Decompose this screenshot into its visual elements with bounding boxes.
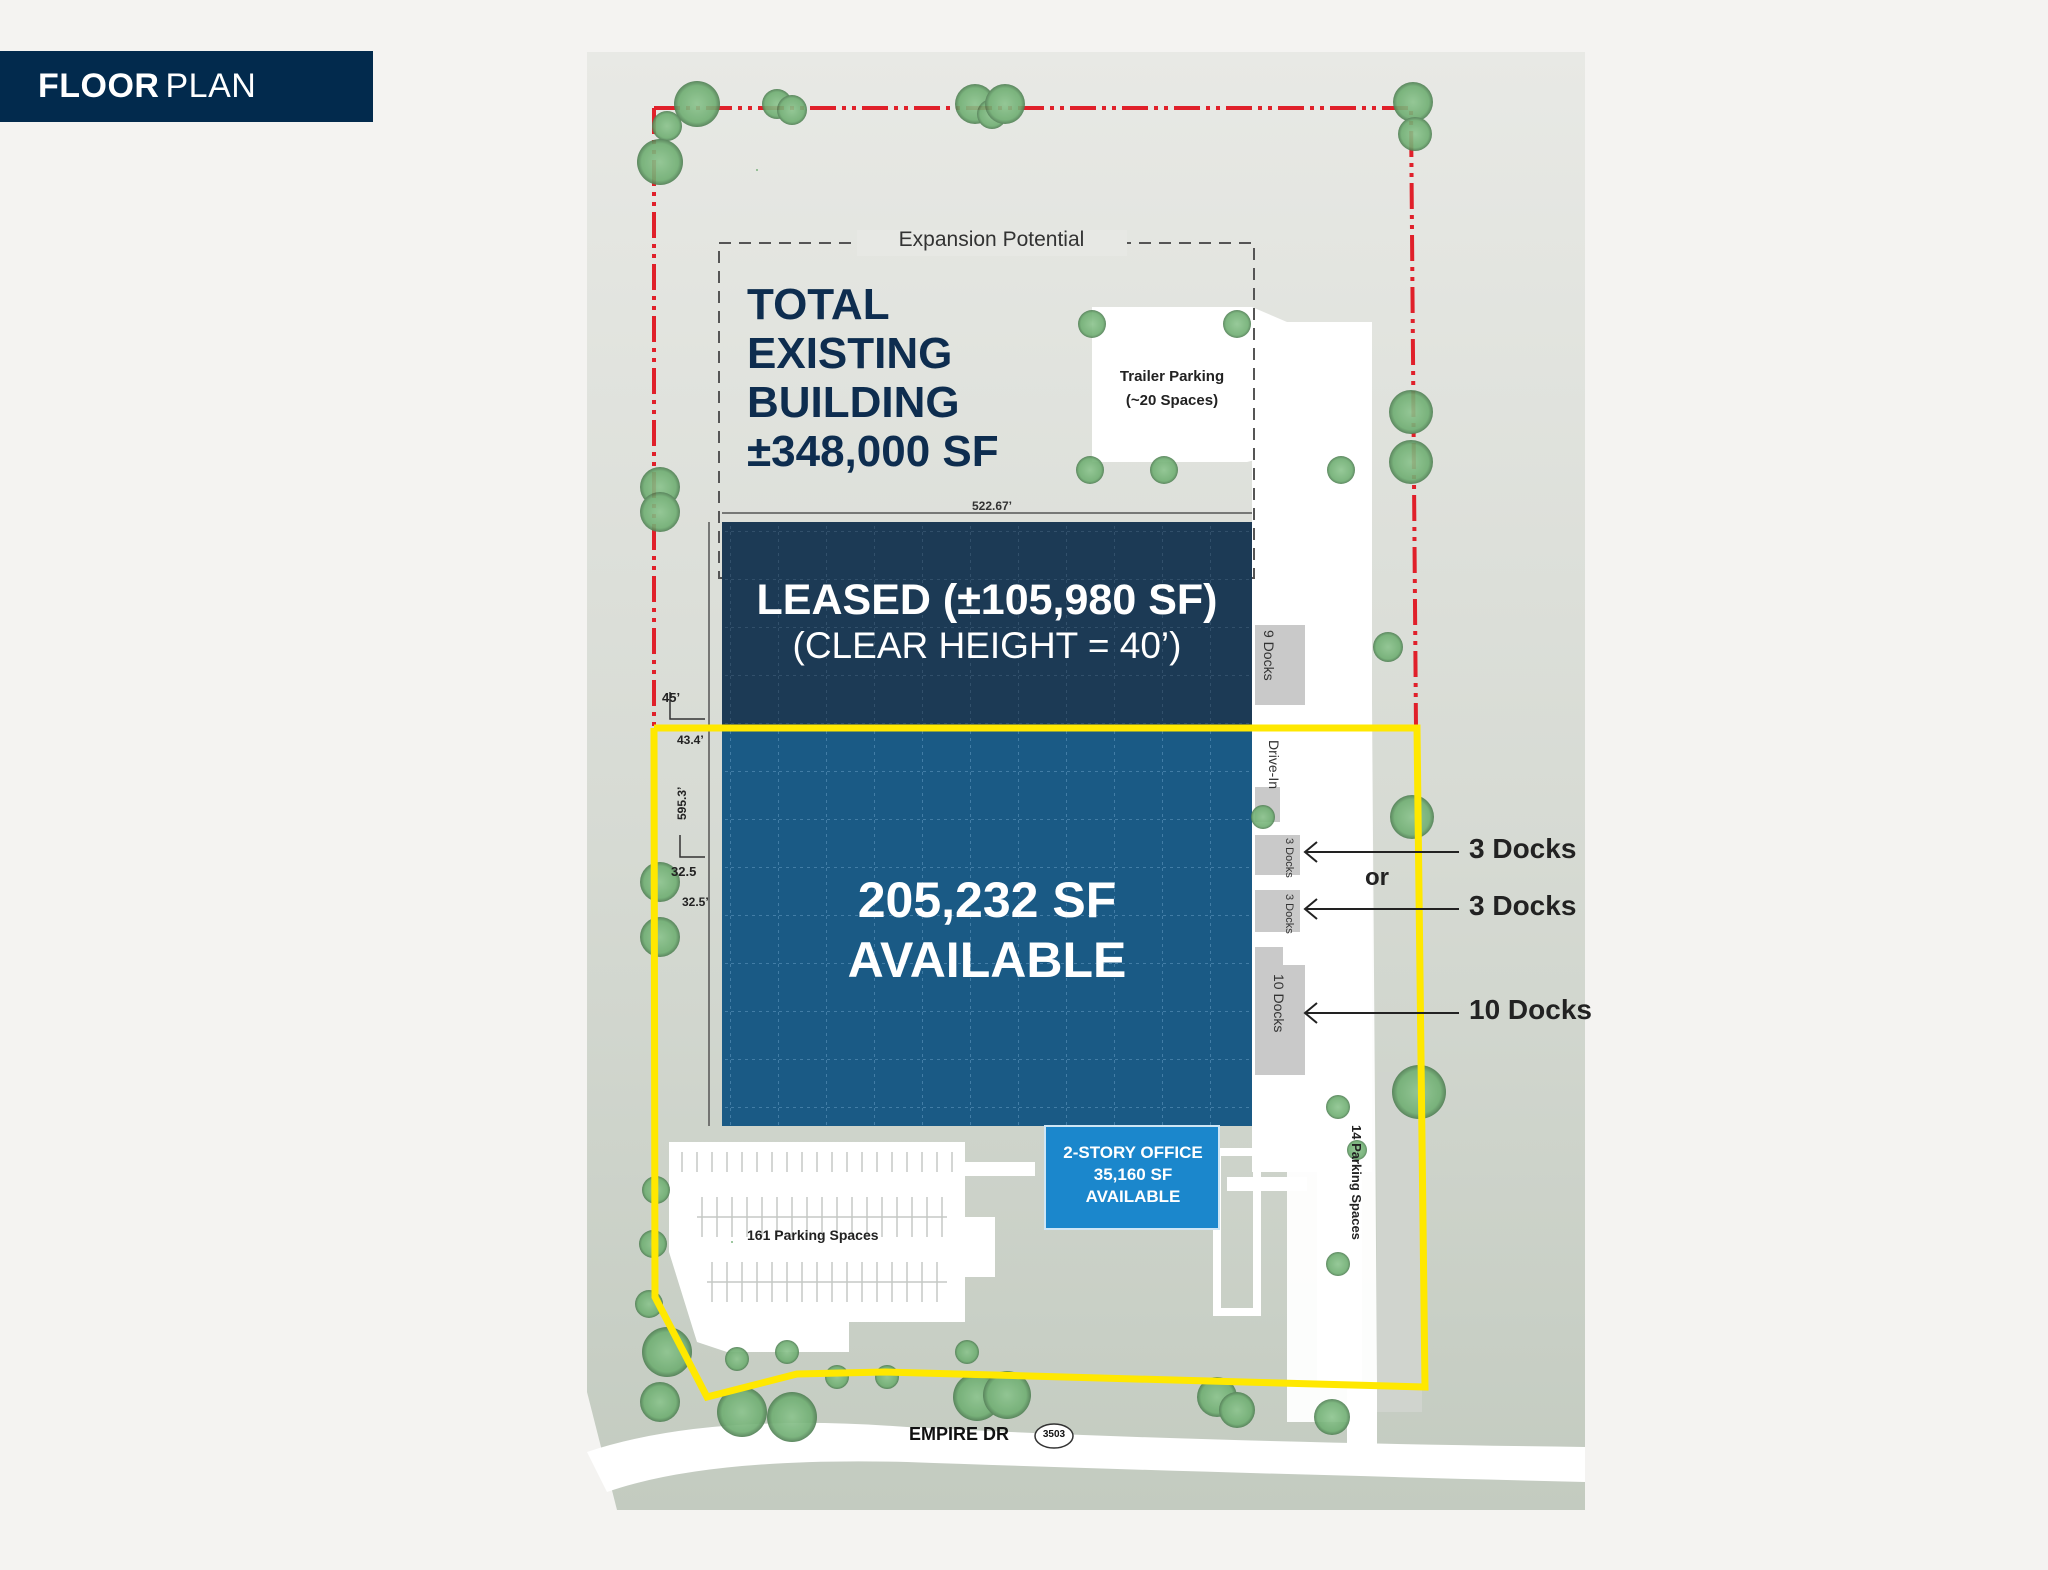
floor-plan-title-banner: FLOOR PLAN [0,51,373,122]
bay-low-height-dimension: 32.5 [671,864,697,879]
dock-pad-3b [1255,890,1300,932]
total-line-1: TOTAL [747,280,890,329]
available-line-2: AVAILABLE [847,932,1127,988]
leased-line-1: LEASED (±105,980 SF) [756,576,1218,624]
dock-label-3b: 3 Docks [1283,894,1295,934]
trailer-line-1: Trailer Parking [1119,368,1225,385]
dock-pad-9 [1255,625,1305,705]
available-line-1: 205,232 SF [857,872,1117,928]
parking-stripes-top [681,1152,953,1172]
route-shield-icon [1034,1423,1074,1449]
dock-pad-10 [1255,965,1305,1075]
drive-in-label: Drive-In [1266,740,1282,790]
total-line-3: BUILDING [747,378,960,427]
trees [635,81,1446,1442]
side-parking-label: 14 Parking Spaces [1349,1125,1364,1240]
bay-low-width-dimension: 32.5’ [682,895,709,909]
dock-callout-1: 3 Docks [1469,833,1577,864]
office-line-1: 2-STORY OFFICE [1063,1143,1203,1162]
office-line-3: AVAILABLE [1085,1187,1181,1206]
dock-label-3a: 3 Docks [1283,838,1295,878]
dock-callout-2: 3 Docks [1469,890,1577,921]
expansion-potential-label: Expansion Potential [898,228,1085,251]
available-area-outline [650,724,1429,1402]
road-name-label: EMPIRE DR [909,1424,1010,1444]
leased-line-2: (CLEAR HEIGHT = 40’) [792,625,1182,666]
dock-callout-3: 10 Docks [1469,994,1592,1025]
main-parking-label: 161 Parking Spaces [747,1227,879,1243]
dock-pad-3a [1255,835,1300,875]
office-block [1044,1125,1220,1230]
bay-top-height-dimension: 45’ [662,690,681,705]
empire-drive-road [587,1422,1585,1492]
total-building-label: TOTAL EXISTING BUILDING ±348,000 SF [747,280,999,476]
or-label: or [1365,864,1389,891]
title-bold: FLOOR [38,67,160,105]
bay-top-width-dimension: 43.4’ [677,733,704,747]
dock-label-10: 10 Docks [1271,974,1287,1033]
building-depth-dimension: 595.3’ [675,786,689,820]
available-label: 205,232 SF AVAILABLE [722,870,1252,990]
trailer-parking-label: Trailer Parking (~20 Spaces) [1092,365,1252,413]
site-plan-graphics [587,52,1585,1510]
building-width-dimension: 522.67’ [971,499,1013,513]
trailer-line-2: (~20 Spaces) [1125,392,1219,409]
site-plan-map: Expansion Potential TOTAL EXISTING BUILD… [587,52,1592,1510]
route-number-label: 3503 [1042,1429,1066,1440]
office-label: 2-STORY OFFICE 35,160 SF AVAILABLE [1048,1142,1218,1208]
office-line-2: 35,160 SF [1093,1165,1173,1184]
dock-label-9: 9 Docks [1261,630,1277,681]
total-line-2: EXISTING [747,329,953,378]
leased-label: LEASED (±105,980 SF) (CLEAR HEIGHT = 40’… [722,577,1252,669]
dock-callout-arrows [1303,841,1459,1024]
title-light: PLAN [165,67,257,105]
total-line-4: ±348,000 SF [747,427,999,476]
property-line [654,106,1418,729]
